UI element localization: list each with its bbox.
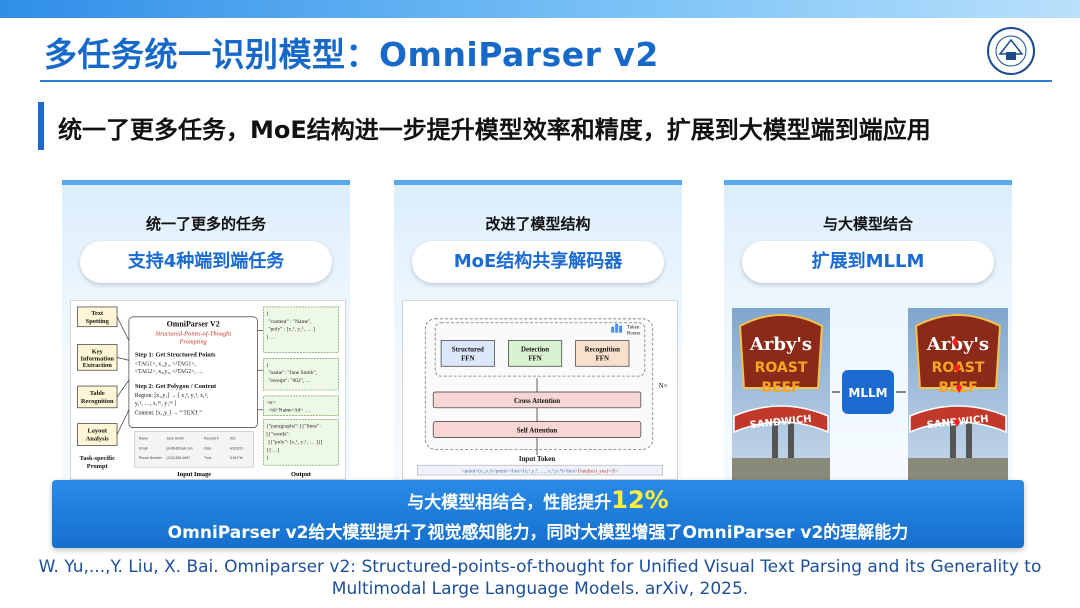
svg-text:[{"poly": [x₁¹, y₁¹, … ]}]: [{"poly": [x₁¹, y₁¹, … ]}]: [268, 439, 322, 445]
svg-text:Phone Number: Phone Number: [139, 456, 163, 460]
svg-text:Jane Smith: Jane Smith: [166, 436, 183, 440]
svg-text:Recognition: Recognition: [585, 346, 620, 353]
panel-heading: 改进了模型结构: [485, 215, 591, 233]
svg-text:<TAG1>, x₁,y₁, </TAG1>,: <TAG1>, x₁,y₁, </TAG1>,: [135, 361, 197, 367]
svg-text:Name: Name: [139, 436, 148, 440]
svg-text:Step 1: Get Structured Points: Step 1: Get Structured Points: [135, 351, 216, 358]
svg-text:Self Attention: Self Attention: [517, 428, 558, 435]
svg-text:"content" : "Name",: "content" : "Name",: [268, 319, 312, 325]
citation-line-1: W. Yu,...,Y. Liu, X. Bai. Omniparser v2:…: [38, 557, 1042, 577]
svg-text:Token: Token: [627, 326, 640, 331]
svg-text:Key: Key: [92, 348, 104, 355]
citation: W. Yu,...,Y. Liu, X. Bai. Omniparser v2:…: [20, 556, 1060, 600]
svg-text:}: }: [266, 455, 269, 461]
svg-text:Analysis: Analysis: [86, 435, 110, 442]
svg-text:MLLM: MLLM: [848, 386, 887, 400]
panel-pill: 扩展到MLLM: [742, 241, 994, 283]
panel-pill: 支持4种端到端任务: [80, 241, 332, 283]
top-decorative-band: [0, 0, 1080, 18]
svg-text:(123) 555-0987: (123) 555-0987: [166, 456, 190, 460]
svg-text:Extraction: Extraction: [83, 362, 113, 369]
svg-text:{: {: [266, 362, 269, 368]
task-text-spotting: Text: [91, 310, 104, 317]
svg-text:<tr>: <tr>: [266, 400, 275, 406]
svg-text:Time: Time: [204, 456, 212, 460]
svg-text:4/3/2021: 4/3/2021: [230, 446, 244, 450]
svg-text:FFN: FFN: [528, 355, 541, 362]
svg-text:} …: } …: [266, 335, 275, 341]
citation-line-2: Multimodal Large Language Models. arXiv,…: [331, 579, 749, 599]
panel-pill: MoE结构共享解码器: [412, 241, 664, 283]
svg-text:Detection: Detection: [521, 346, 549, 353]
svg-text:Cross Attention: Cross Attention: [514, 398, 560, 405]
figure-omniparser-v2-tasks: Text Spotting Key Information Extraction…: [70, 300, 346, 480]
svg-text:Prompting: Prompting: [179, 339, 208, 346]
university-seal-logo: [987, 27, 1035, 75]
svg-text:"poly" : [x₁¹, y₁¹, … ]: "poly" : [x₁¹, y₁¹, … ]: [268, 327, 315, 333]
svg-text:Input Token: Input Token: [519, 456, 555, 463]
svg-text:Router: Router: [627, 332, 641, 337]
page-title: 多任务统一识别模型：OmniParser v2: [44, 35, 659, 74]
svg-text:[{"words":: [{"words":: [266, 431, 290, 437]
svg-text:{"paragraphs": [{"lines" :: {"paragraphs": [{"lines" :: [266, 424, 322, 430]
svg-text:Input Image: Input Image: [177, 471, 211, 478]
subtitle-accent-bar: [38, 102, 44, 150]
svg-text:Spotting: Spotting: [86, 318, 110, 325]
svg-text:Output: Output: [291, 471, 312, 478]
result-banner: 与大模型相结合，性能提升12% OmniParser v2给大模型提升了视觉感知…: [52, 480, 1024, 548]
svg-text:Region: [x₁,y₁] → [ x₁¹, y₁¹,: Region: [x₁,y₁] → [ x₁¹, y₁¹, x₁²,: [135, 393, 209, 399]
svg-text:Content: [x₁,y₁] → “ TEXT ”: Content: [x₁,y₁] → “ TEXT ”: [135, 410, 202, 417]
svg-text:jsmith@mail.com: jsmith@mail.com: [165, 446, 192, 450]
result-headline-text: 与大模型相结合，性能提升: [407, 493, 612, 513]
svg-text:"receipt": "002", …: "receipt": "002", …: [268, 378, 311, 384]
svg-text:N×: N×: [659, 383, 668, 390]
slide-subtitle: 统一了更多任务，MoE结构进一步提升模型效率和精度，扩展到大模型端到端应用: [58, 116, 931, 144]
svg-text:y₁², …, x₁¹⁶, y₁¹⁶ ]: y₁², …, x₁¹⁶, y₁¹⁶ ]: [135, 401, 176, 407]
svg-text:Step 2: Get Polygon / Content: Step 2: Get Polygon / Content: [135, 383, 217, 390]
svg-text:Receipt #: Receipt #: [204, 436, 219, 440]
svg-text:Prompt: Prompt: [87, 463, 109, 470]
svg-text:BEEF: BEEF: [761, 380, 800, 396]
svg-text:3:34 PM: 3:34 PM: [230, 456, 243, 460]
svg-text:<TAG2>, x₂,y₂, </TAG2>, …: <TAG2>, x₂,y₂, </TAG2>, …: [135, 369, 204, 375]
panel-heading: 与大模型结合: [822, 215, 913, 233]
svg-text:<point>(x₁,y₁)</point><box>(x₁: <point>(x₁,y₁)</point><box>(x₁¹,y₁¹, …, …: [462, 468, 618, 475]
svg-text:Layout: Layout: [87, 428, 107, 435]
result-description: OmniParser v2给大模型提升了视觉感知能力，同时大模型增强了OmniP…: [167, 523, 909, 543]
svg-text:Structured-Points-of-Thought: Structured-Points-of-Thought: [155, 331, 231, 338]
result-headline: 与大模型相结合，性能提升12%: [52, 486, 1024, 514]
svg-text:<td>Name</td> …: <td>Name</td> …: [268, 408, 310, 414]
svg-text:002: 002: [230, 436, 236, 440]
title-divider: [40, 80, 1052, 82]
svg-text:Information: Information: [81, 355, 115, 362]
svg-text:}] …]: }] …]: [266, 447, 279, 453]
result-percent: 12%: [611, 486, 669, 514]
figure-mllm-sign-example: Arby's ROAST BEEF SANDWICH MLLM Arby's R…: [732, 308, 1008, 484]
svg-text:{: {: [266, 311, 269, 317]
svg-text:Email: Email: [139, 446, 148, 450]
svg-text:Arby's: Arby's: [749, 334, 812, 355]
svg-text:"name": "Jane Smith",: "name": "Jane Smith",: [268, 370, 317, 376]
svg-text:FFN: FFN: [461, 355, 474, 362]
svg-text:Structured: Structured: [452, 346, 484, 353]
svg-text:ROAST: ROAST: [755, 360, 808, 376]
panel-heading: 统一了更多的任务: [145, 215, 266, 233]
svg-text:Task-specific: Task-specific: [80, 455, 116, 462]
header-card: [18, 18, 1062, 80]
svg-text:FFN: FFN: [596, 355, 609, 362]
svg-text:OmniParser V2: OmniParser V2: [167, 320, 220, 329]
svg-text:Date: Date: [204, 446, 211, 450]
svg-text:Table: Table: [90, 390, 105, 397]
svg-text:Recognition: Recognition: [81, 398, 114, 405]
svg-text:Arby's: Arby's: [926, 334, 989, 355]
